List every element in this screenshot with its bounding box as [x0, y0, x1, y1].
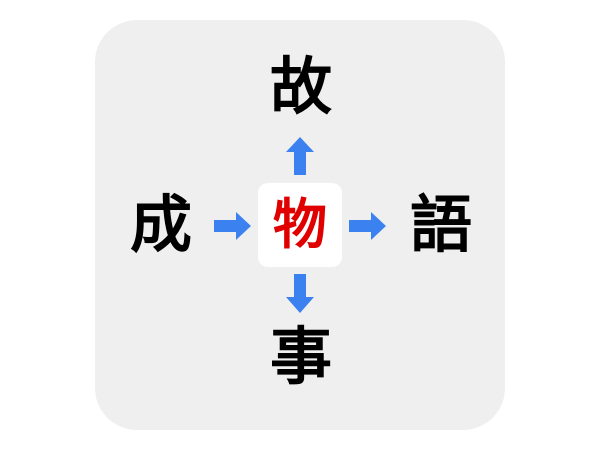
arrow-up-icon: [286, 137, 314, 175]
kanji-bottom: 事: [269, 320, 332, 393]
arrow-right-icon-left: [214, 212, 251, 240]
kanji-left: 成: [129, 188, 192, 261]
arrow-right-icon-right: [349, 212, 386, 240]
kanji-right: 語: [409, 188, 472, 261]
kanji-top: 故: [269, 50, 332, 123]
answer-box[interactable]: 物: [258, 183, 342, 267]
arrow-down-icon: [286, 274, 314, 313]
answer-kanji: 物: [273, 193, 327, 256]
